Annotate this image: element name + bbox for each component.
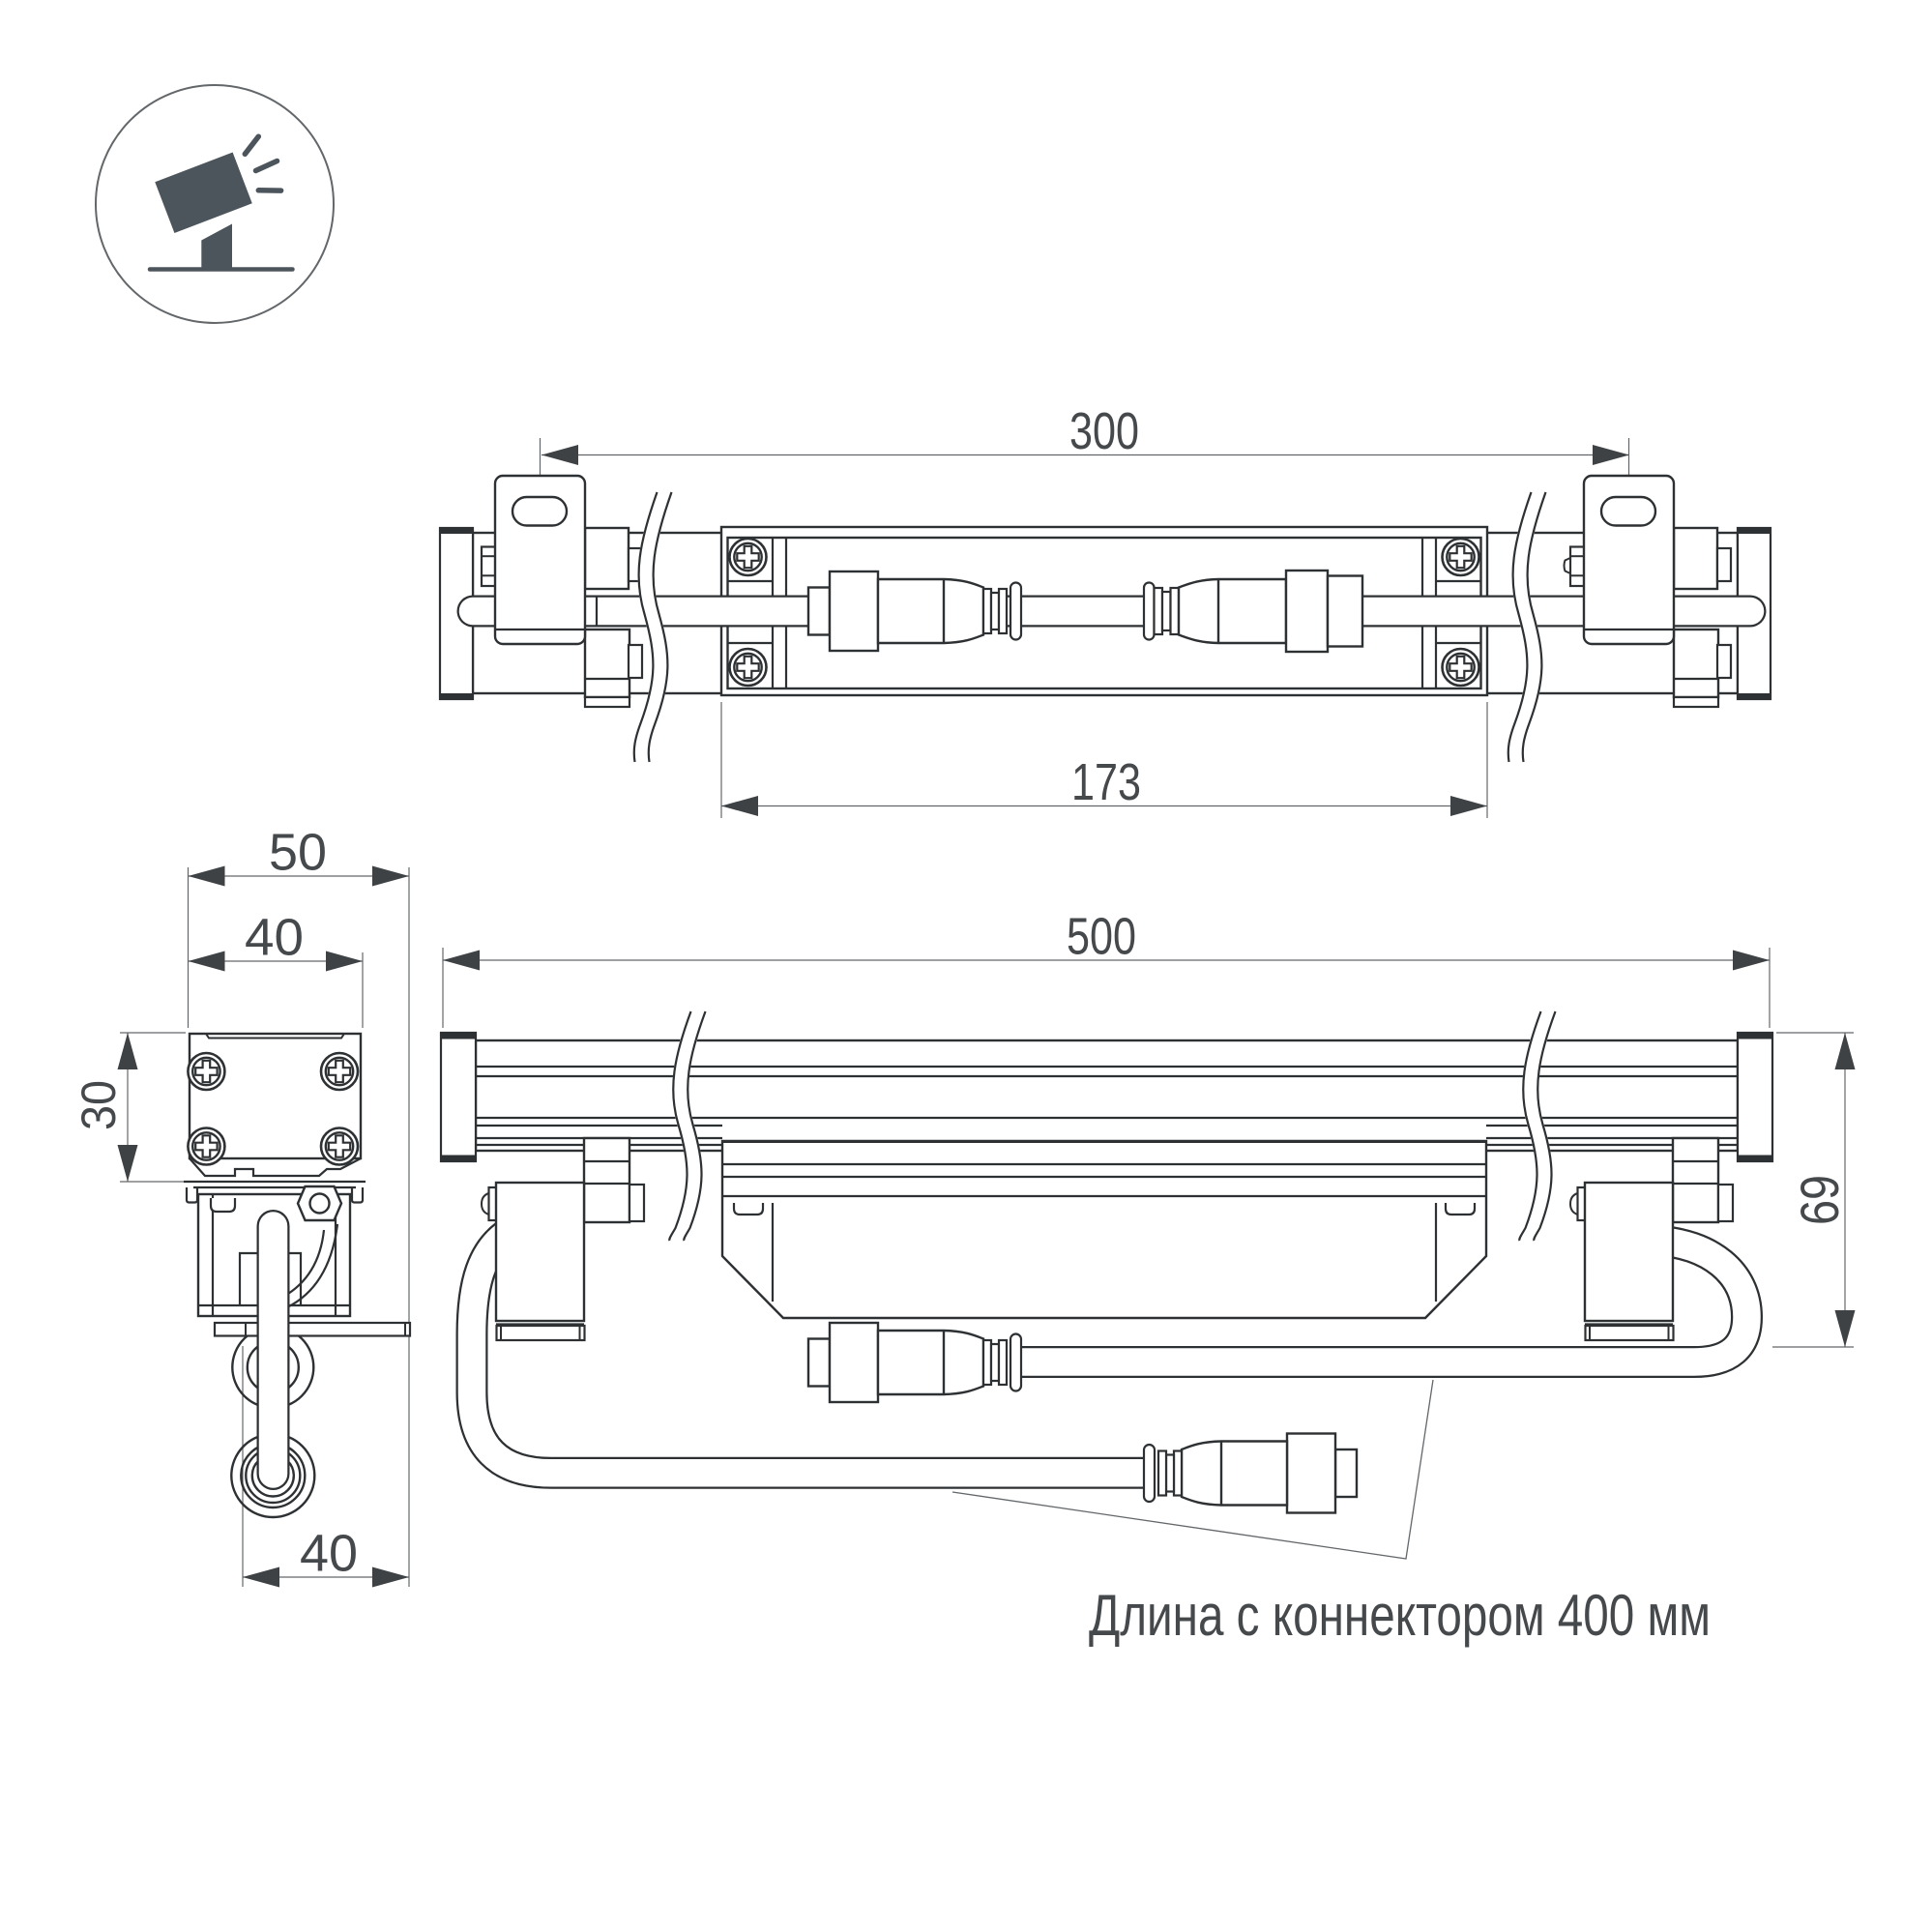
- svg-text:300: 300: [1069, 402, 1139, 460]
- svg-text:173: 173: [1071, 753, 1141, 811]
- svg-text:Длина с коннектором 400 мм: Длина с коннектором 400 мм: [1089, 1583, 1711, 1648]
- svg-text:30: 30: [72, 1080, 126, 1130]
- svg-text:50: 50: [269, 824, 327, 882]
- svg-text:40: 40: [300, 1525, 358, 1583]
- svg-text:40: 40: [245, 909, 304, 967]
- svg-text:69: 69: [1789, 1175, 1850, 1225]
- svg-text:500: 500: [1067, 908, 1136, 966]
